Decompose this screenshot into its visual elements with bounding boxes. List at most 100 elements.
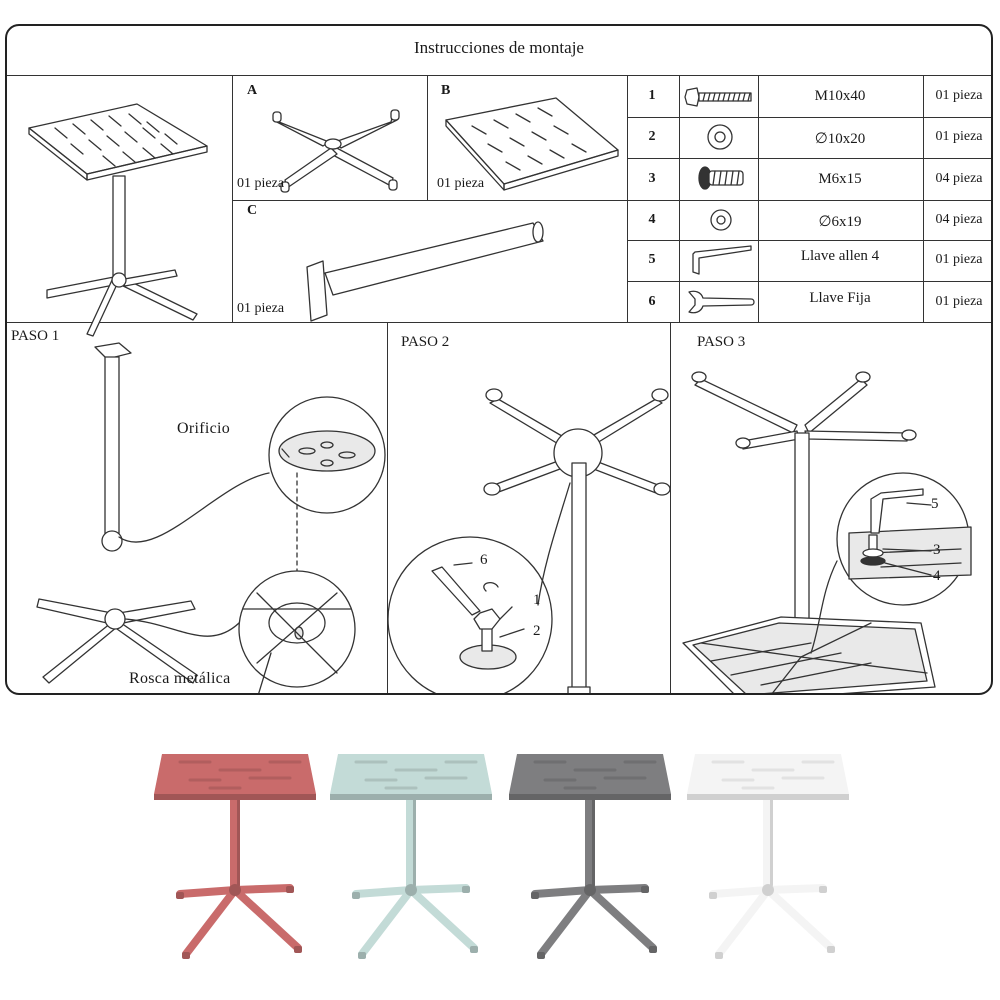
tabletop	[687, 754, 849, 794]
table-column	[230, 800, 240, 890]
part-b-label: B	[441, 83, 451, 98]
part-c-qty: 01 pieza	[237, 301, 285, 316]
hardware-desc: Llave allen 4	[800, 248, 880, 264]
step-3-callout-3: 3	[933, 542, 941, 558]
table-leg	[586, 884, 649, 894]
table-foot	[462, 886, 470, 893]
table-hub	[762, 884, 774, 896]
divider	[670, 322, 671, 693]
table-column	[406, 800, 416, 890]
table-leg	[176, 886, 239, 898]
table-foot	[715, 952, 723, 959]
step-3-drawing	[682, 371, 972, 693]
hardware-qty: 01 pieza	[935, 88, 983, 103]
hardware-desc: M10x40	[814, 88, 866, 104]
divider	[627, 281, 991, 282]
hardware-desc: ∅6x19	[818, 214, 862, 230]
divider	[627, 117, 991, 118]
hardware-num: 2	[648, 129, 656, 144]
hardware-qty: 01 pieza	[935, 129, 983, 144]
table-foot	[182, 952, 190, 959]
table-leg	[358, 886, 415, 958]
allen-key-icon	[692, 245, 752, 275]
hardware-num: 3	[648, 171, 656, 186]
tabletop	[330, 754, 492, 794]
table-column-shade	[770, 800, 773, 890]
divider	[679, 75, 680, 322]
assembly-instructions-sheet: Instrucciones de montaje	[5, 24, 993, 695]
tabletop	[509, 754, 671, 794]
table-foot	[352, 892, 360, 899]
divider	[232, 75, 233, 322]
table-foot	[286, 886, 294, 893]
table-leg	[764, 884, 827, 894]
hardware-qty: 04 pieza	[935, 171, 983, 186]
hardware-num: 6	[648, 294, 656, 309]
table-column-shade	[592, 800, 595, 890]
divider	[627, 240, 991, 241]
divider	[923, 75, 924, 322]
hardware-desc: Llave Fija	[809, 290, 871, 306]
table-hub	[584, 884, 596, 896]
hardware-num: 5	[648, 252, 656, 267]
table-foot	[709, 892, 717, 899]
wrench-icon	[688, 290, 755, 314]
table-leg	[407, 884, 470, 894]
divider	[627, 75, 628, 322]
step-3-callout-5: 5	[931, 496, 939, 512]
tabletop-edge	[154, 794, 316, 800]
tabletop-edge	[509, 794, 671, 800]
table-leg	[764, 886, 835, 952]
step-3-label: PASO 3	[697, 334, 746, 350]
table-variant-red	[154, 754, 316, 959]
table-column	[763, 800, 773, 890]
table-variant-white	[687, 754, 849, 959]
table-foot	[641, 886, 649, 893]
step-1-note-orificio: Orificio	[177, 420, 231, 437]
part-a-label: A	[247, 83, 258, 98]
table-foot	[470, 946, 478, 953]
table-column	[585, 800, 595, 890]
divider	[232, 200, 627, 201]
step-1-note-rosca: Rosca metálica	[129, 670, 231, 687]
table-foot	[537, 952, 545, 959]
table-leg	[531, 886, 594, 898]
part-c-label: C	[247, 203, 258, 218]
step-2-callout-2: 2	[533, 623, 541, 639]
hardware-num: 4	[648, 212, 656, 227]
table-column-shade	[413, 800, 416, 890]
table-hub	[229, 884, 241, 896]
hardware-qty: 04 pieza	[935, 212, 983, 227]
washer-icon	[710, 209, 732, 231]
divider	[427, 75, 428, 200]
table-leg	[182, 886, 239, 958]
step-2-label: PASO 2	[401, 334, 450, 350]
step-2-callout-1: 1	[533, 592, 541, 608]
screw-icon	[698, 166, 744, 190]
table-leg	[352, 886, 415, 898]
assembled-table-drawing	[28, 103, 208, 337]
table-foot	[531, 892, 539, 899]
bolt-icon	[684, 87, 752, 107]
table-leg	[537, 886, 594, 958]
hardware-qty: 01 pieza	[935, 252, 983, 267]
washer-icon	[707, 124, 733, 150]
table-variant-gray	[509, 754, 671, 959]
table-leg	[231, 886, 302, 952]
table-leg	[715, 886, 772, 958]
part-a-qty: 01 pieza	[237, 176, 285, 191]
step-2-callout-6: 6	[480, 552, 488, 568]
step-2-drawing	[387, 388, 671, 693]
part-b-qty: 01 pieza	[437, 176, 485, 191]
table-foot	[176, 892, 184, 899]
hardware-desc: ∅10x20	[814, 131, 866, 147]
divider	[387, 322, 388, 693]
divider	[7, 75, 991, 76]
hardware-qty: 01 pieza	[935, 294, 983, 309]
tabletop-edge	[687, 794, 849, 800]
table-hub	[405, 884, 417, 896]
step-3-callout-4: 4	[933, 568, 941, 584]
table-leg	[709, 886, 772, 898]
table-leg	[586, 886, 657, 952]
tabletop-edge	[330, 794, 492, 800]
